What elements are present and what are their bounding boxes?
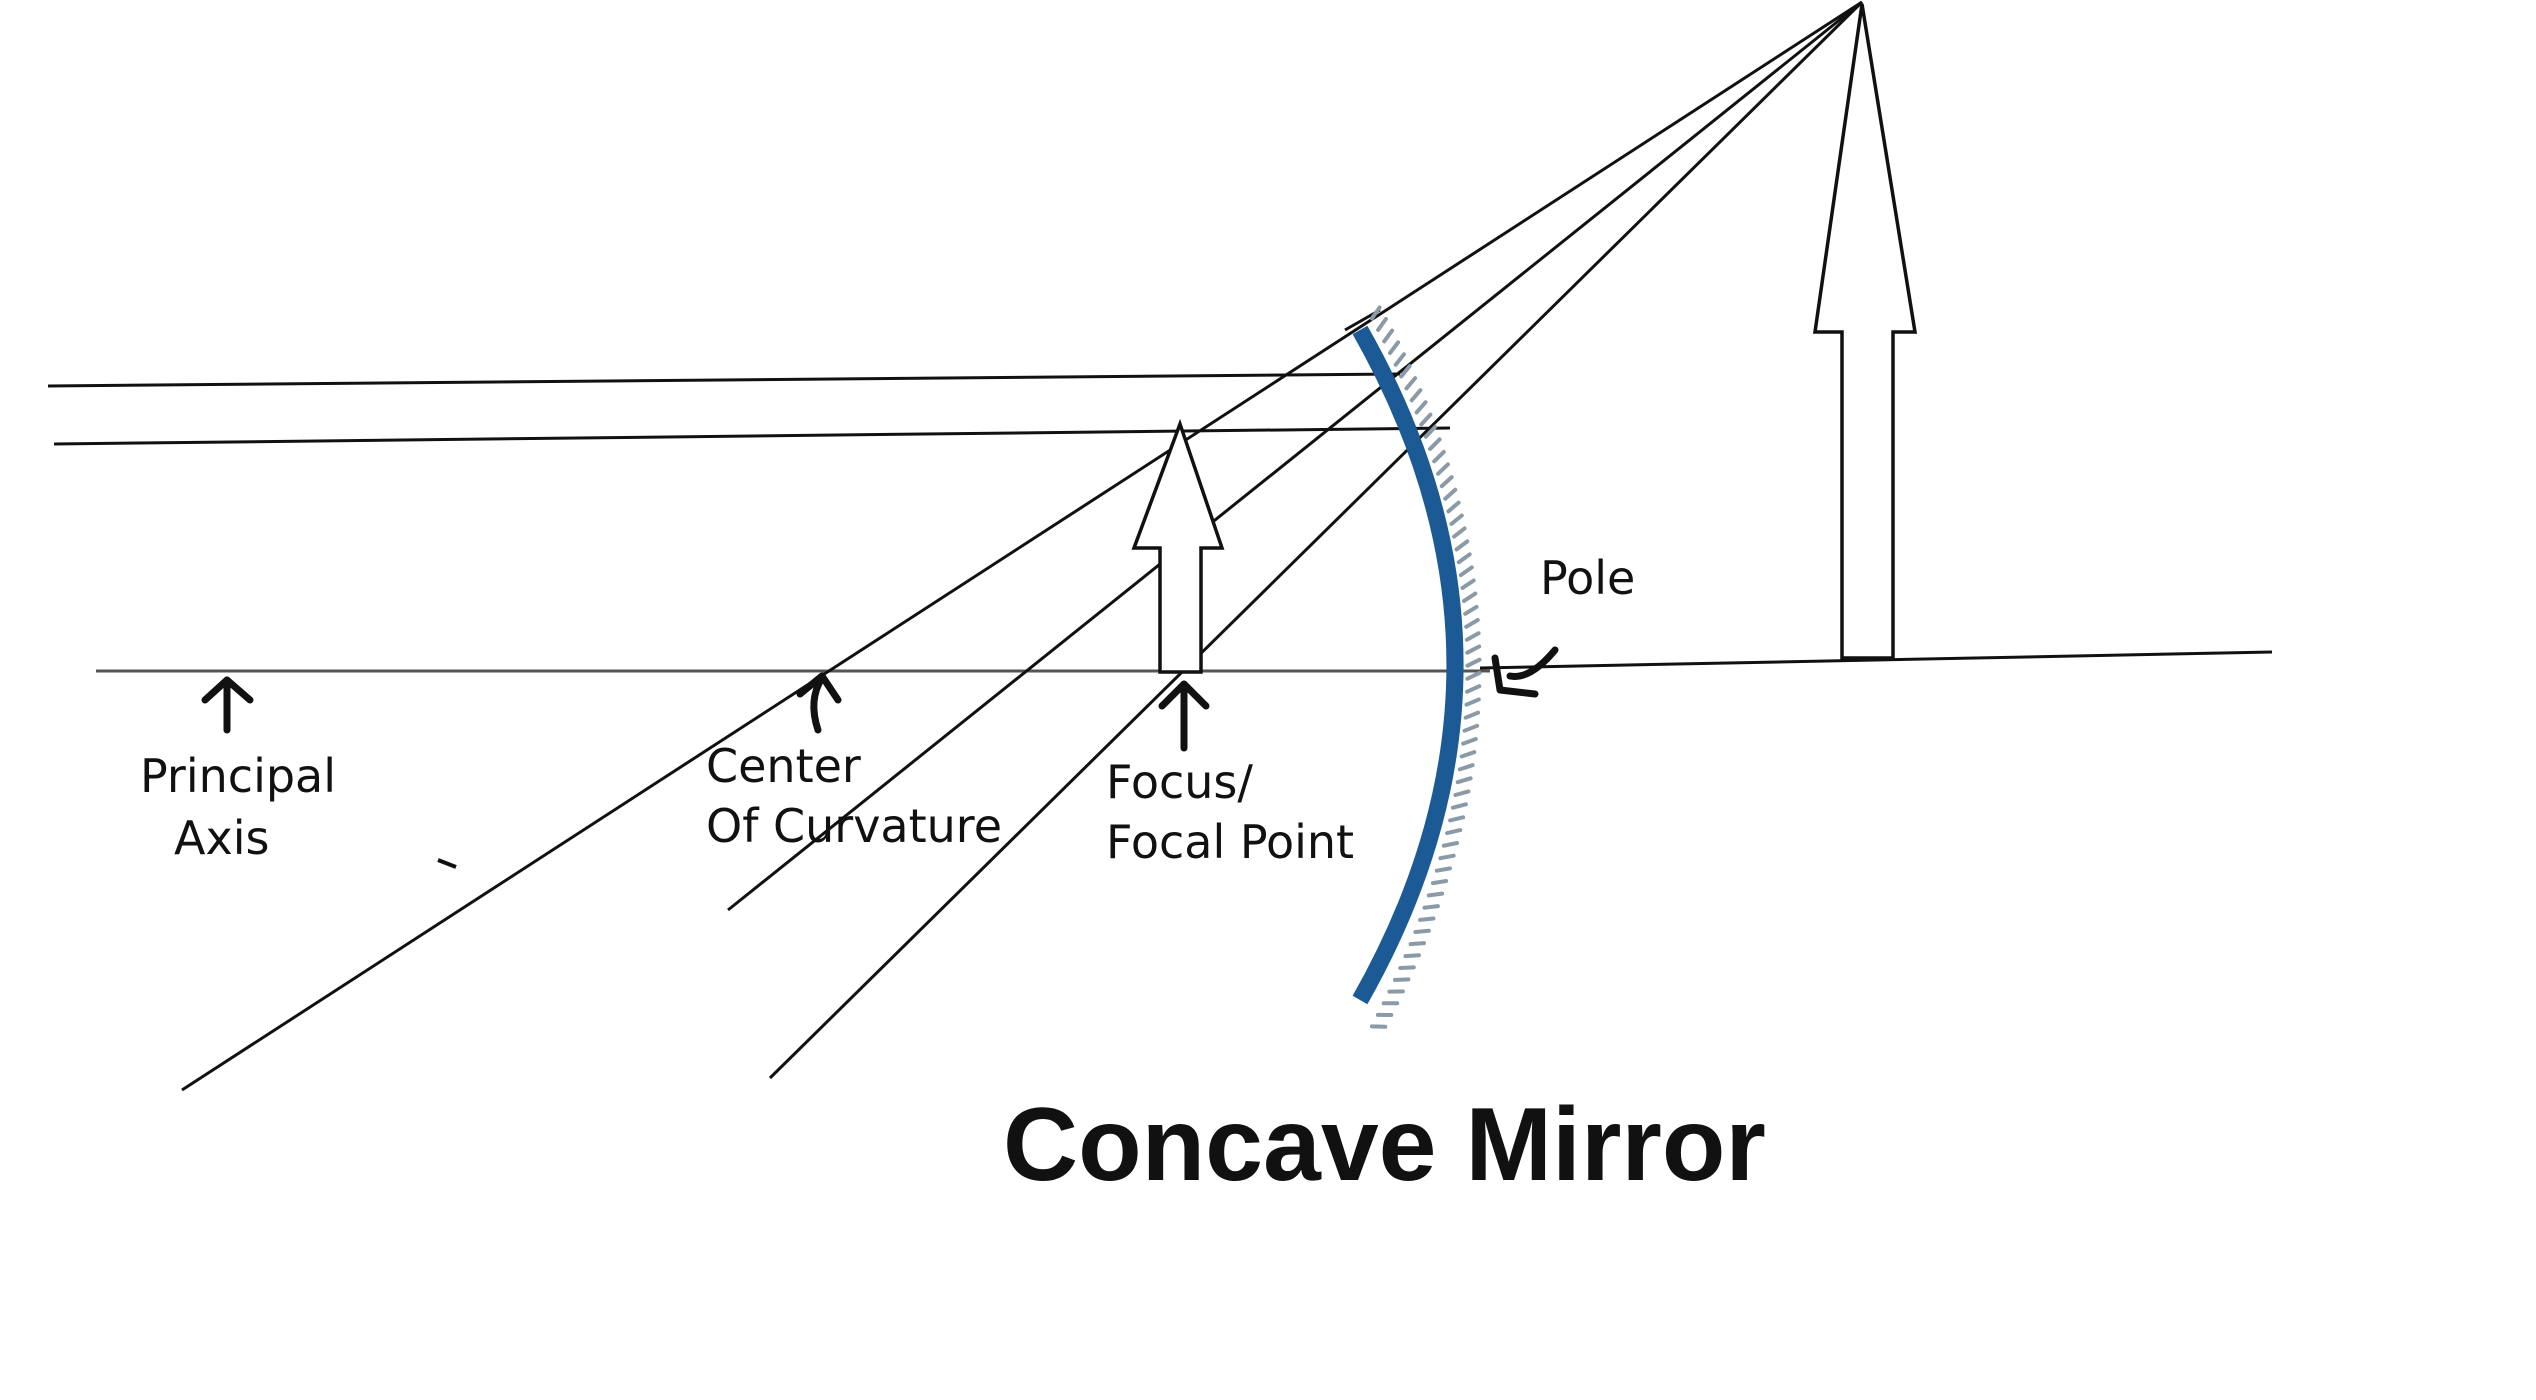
mirror-hatch-mark <box>1403 953 1421 959</box>
mirror-hatch-mark <box>1423 424 1438 439</box>
mirror-hatch-mark <box>1436 462 1450 476</box>
mirror-hatch-mark <box>1393 977 1411 982</box>
mirror-hatch-mark <box>1456 552 1472 565</box>
mirror-hatch-mark <box>1393 352 1406 367</box>
mirror-hatch-mark <box>1465 684 1482 694</box>
mirror-hatch-mark <box>1426 891 1445 898</box>
mirror-hatch-mark <box>1452 526 1467 539</box>
mirror-hatch-mark <box>1404 376 1418 391</box>
parallel-ray-lower <box>53 426 1451 446</box>
mirror-hatch-mark <box>1398 965 1416 970</box>
mirror-hatch-mark <box>1464 618 1480 629</box>
principal-axis-line-right <box>1479 650 2273 670</box>
mirror-group <box>1352 305 1482 1029</box>
mirror-hatch-mark <box>1388 340 1401 355</box>
mirror-hatch-mark <box>1418 916 1436 922</box>
concave-mirror-arc <box>1352 325 1464 1005</box>
mirror-hatch-mark <box>1419 412 1433 427</box>
mirror-hatch-mark <box>1422 904 1440 910</box>
mirror-hatch-mark <box>1445 828 1463 836</box>
mirror-hatch-mark <box>1432 449 1446 464</box>
mirror-hatch-mark <box>1443 487 1458 501</box>
focal-point-label-line2: Focal Point <box>1106 815 1354 869</box>
mirror-hatch-mark <box>1465 644 1482 655</box>
mirror-hatch-mark <box>1382 328 1395 344</box>
mirror-hatch-mark <box>1454 539 1470 552</box>
mirror-hatch-mark <box>1369 305 1382 321</box>
center-of-curvature-pointer <box>796 672 842 734</box>
object-arrow-large <box>1812 3 1918 660</box>
mirror-hatch-marks <box>1369 305 1482 1029</box>
diagram-title: Concave Mirror <box>1003 1087 1766 1203</box>
mirror-hatch-mark <box>1408 941 1426 947</box>
mirror-hatch-mark <box>1462 591 1478 603</box>
mirror-hatch-mark <box>1462 723 1480 733</box>
mirror-hatch-mark <box>1464 697 1481 707</box>
mirror-hatch-mark <box>1438 853 1456 861</box>
focal-point-label-line1: Focus/ <box>1106 755 1253 809</box>
stray-mark <box>437 858 457 869</box>
mirror-hatch-mark <box>1463 710 1481 720</box>
principal-axis-label-line1: Principal <box>140 749 336 803</box>
mirror-hatch-mark <box>1455 776 1473 785</box>
image-arrow-small <box>1131 418 1225 674</box>
mirror-hatch-mark <box>1446 500 1461 514</box>
ray-top-to-middle-left <box>727 0 1863 912</box>
mirror-hatch-mark <box>1458 565 1474 578</box>
ray-top-to-bottom <box>768 0 1864 1080</box>
pole-label: Pole <box>1540 551 1635 605</box>
mirror-hatch-mark <box>1399 364 1412 379</box>
mirror-hatch-mark <box>1430 879 1449 886</box>
mirror-hatch-mark <box>1428 437 1442 451</box>
mirror-hatch-mark <box>1449 513 1464 526</box>
mirror-hatch-mark <box>1457 763 1475 772</box>
principal-axis-pointer <box>201 676 254 734</box>
mirror-hatch-mark <box>1465 670 1482 681</box>
mirror-hatch-mark <box>1434 866 1452 873</box>
mirror-hatch-mark <box>1376 317 1388 332</box>
mirror-hatch-mark <box>1453 789 1471 797</box>
mirror-hatch-mark <box>1459 750 1477 759</box>
mirror-hatch-mark <box>1460 578 1476 590</box>
focus-pointer <box>1158 680 1210 752</box>
mirror-hatch-mark <box>1463 604 1479 616</box>
mirror-hatch-mark <box>1409 388 1423 403</box>
mirror-hatch-mark <box>1448 815 1466 823</box>
principal-axis-label-line2: Axis <box>174 811 269 865</box>
mirror-hatch-mark <box>1414 400 1428 415</box>
ray-top-to-lower-left <box>181 0 1863 1092</box>
mirror-hatch-mark <box>1450 802 1468 810</box>
mirror-hatch-mark <box>1461 737 1478 746</box>
mirror-hatch-mark <box>1413 928 1431 934</box>
center-of-curvature-label-line1: Center <box>706 739 861 793</box>
mirror-hatch-mark <box>1465 657 1482 668</box>
mirror-hatch-mark <box>1439 475 1454 489</box>
mirror-hatch-mark <box>1464 631 1481 642</box>
center-of-curvature-label-line2: Of Curvature <box>706 799 1002 853</box>
mirror-hatch-mark <box>1441 841 1459 848</box>
parallel-ray-upper <box>47 372 1401 388</box>
pole-pointer <box>1491 646 1559 698</box>
